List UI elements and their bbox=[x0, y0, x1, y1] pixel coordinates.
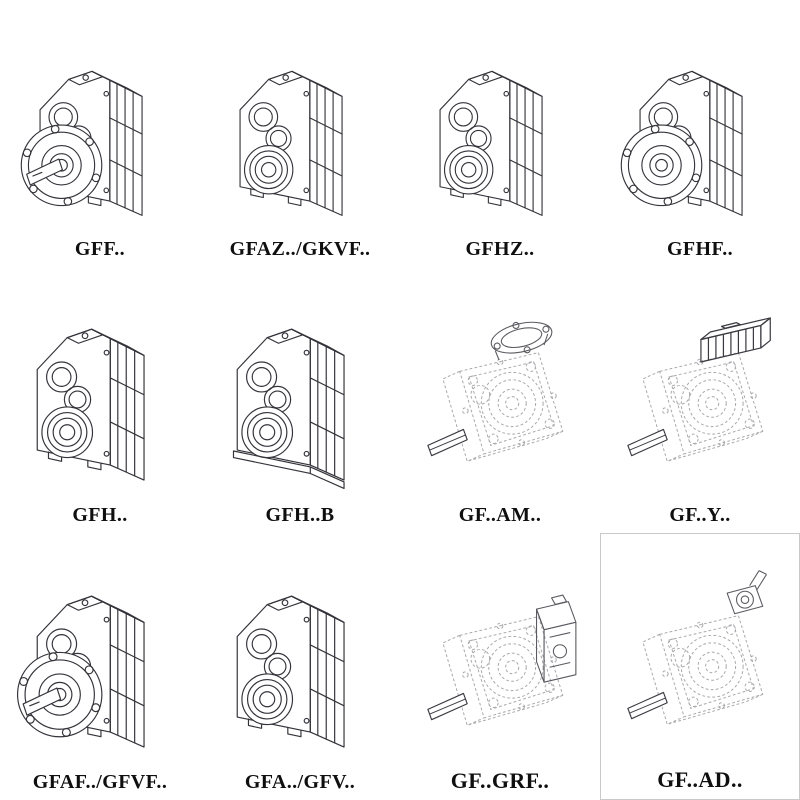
housing-lines bbox=[439, 70, 543, 216]
gearbox-drawing-gfaf-gfvf bbox=[16, 595, 145, 748]
phantom-housing-lines bbox=[442, 616, 564, 726]
gearbox-cell-gfaz-gkvf: GFAZ../GKVF.. bbox=[200, 0, 400, 267]
gearbox-cell-gff: GFF.. bbox=[0, 0, 200, 267]
phantom-housing-lines bbox=[442, 352, 564, 463]
output-shaft-lines bbox=[627, 691, 668, 720]
top-mounting-flange-lines bbox=[487, 316, 556, 361]
gearbox-drawing-gfa-gfv bbox=[236, 595, 345, 748]
housing-lines bbox=[236, 595, 345, 748]
model-label-gfh-b: GFH..B bbox=[265, 504, 335, 527]
gearbox-drawing-gf-ad bbox=[627, 570, 768, 725]
model-label-gfaz-gkvf: GFAZ../GKVF.. bbox=[229, 237, 371, 260]
gearbox-drawing-gfhf bbox=[620, 70, 743, 216]
gearbox-drawing-gfh bbox=[36, 328, 145, 481]
bearing-boss-lines bbox=[46, 361, 92, 414]
gearbox-drawing-gfaz-gkvf bbox=[239, 70, 343, 216]
output-flange-lines bbox=[20, 124, 103, 206]
housing-lines bbox=[36, 328, 145, 481]
model-label-gf-am: GF..AM.. bbox=[458, 504, 542, 527]
hollow-shaft-ring-lines bbox=[241, 673, 294, 726]
bearing-boss-lines bbox=[448, 101, 492, 152]
gearbox-cell-gf-ad: GF..AD.. bbox=[600, 533, 800, 800]
gearbox-drawing-gff bbox=[20, 70, 143, 216]
gearbox-cell-gfh-b: GFH..B bbox=[200, 267, 400, 534]
output-shaft-lines bbox=[427, 429, 468, 457]
gearbox-cell-gfa-gfv: GFA../GFV.. bbox=[200, 533, 400, 800]
output-shaft-lines bbox=[427, 692, 468, 721]
input-adapter-lines bbox=[726, 570, 768, 615]
output-flange-lines bbox=[16, 651, 103, 738]
phantom-housing-lines bbox=[642, 352, 764, 463]
gearbox-cell-gfh: GFH.. bbox=[0, 267, 200, 534]
hollow-shaft-ring-lines bbox=[243, 144, 294, 195]
gearbox-drawing-gfhz bbox=[439, 70, 543, 216]
hollow-shaft-ring-lines bbox=[241, 406, 294, 459]
output-shaft-lines bbox=[627, 429, 668, 457]
gearbox-cell-gf-am: GF..AM.. bbox=[400, 267, 600, 534]
bearing-boss-lines bbox=[246, 628, 292, 681]
model-label-gfh: GFH.. bbox=[72, 504, 128, 527]
model-label-gfhz: GFHZ.. bbox=[465, 237, 535, 260]
hollow-shaft-ring-lines bbox=[443, 144, 494, 195]
gearbox-cell-gfhz: GFHZ.. bbox=[400, 0, 600, 267]
motor-lines bbox=[700, 317, 771, 363]
model-label-gf-y: GF..Y.. bbox=[669, 504, 731, 527]
gearbox-cell-gfaf-gfvf: GFAF../GFVF.. bbox=[0, 533, 200, 800]
gearbox-cell-gfhf: GFHF.. bbox=[600, 0, 800, 267]
housing-lines bbox=[236, 328, 345, 481]
output-flange-lines bbox=[620, 124, 703, 206]
bearing-boss-lines bbox=[248, 101, 292, 152]
housing-lines bbox=[239, 70, 343, 216]
model-label-gf-grf: GF..GRF.. bbox=[450, 767, 550, 793]
gearbox-drawing-gf-am bbox=[427, 316, 564, 463]
gearbox-drawing-gf-grf bbox=[427, 594, 577, 726]
model-label-gff: GFF.. bbox=[74, 237, 126, 260]
model-label-gfaf-gfvf: GFAF../GFVF.. bbox=[32, 770, 168, 793]
model-label-gfa-gfv: GFA../GFV.. bbox=[244, 770, 356, 793]
gearbox-cell-gf-y: GF..Y.. bbox=[600, 267, 800, 534]
gearbox-drawing-gf-y bbox=[627, 317, 771, 463]
model-label-gf-ad: GF..AD.. bbox=[657, 766, 743, 792]
gearbox-cell-gf-grf: GF..GRF.. bbox=[400, 533, 600, 800]
foot-base-lines bbox=[232, 450, 345, 490]
model-label-gfhf: GFHF.. bbox=[666, 237, 734, 260]
input-block-lines bbox=[535, 594, 577, 683]
hollow-shaft-ring-lines bbox=[41, 406, 94, 459]
bearing-boss-lines bbox=[246, 361, 292, 414]
gearbox-drawing-gfh-b bbox=[232, 328, 345, 490]
phantom-housing-lines bbox=[642, 615, 764, 725]
